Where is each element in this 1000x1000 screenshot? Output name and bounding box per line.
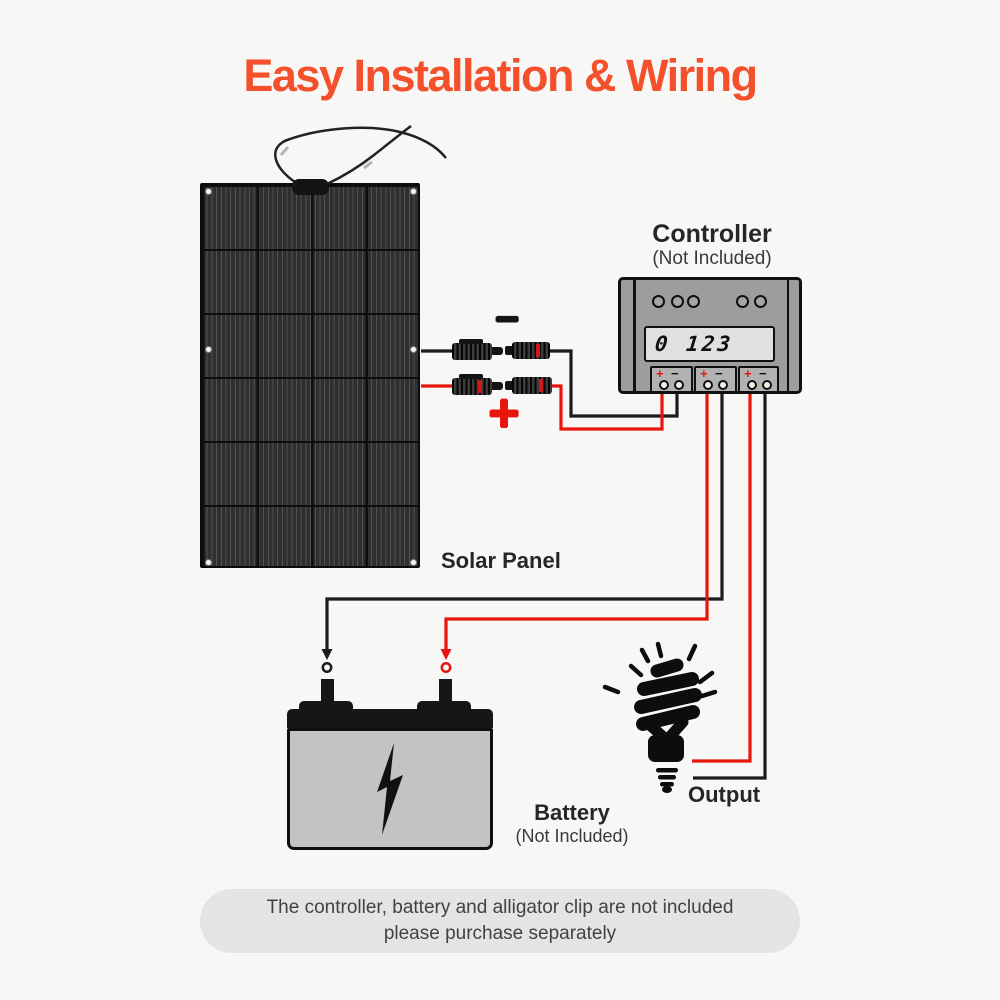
battery-icon xyxy=(287,679,493,850)
negative-polarity-symbol: − xyxy=(494,295,520,342)
lcd-reading: 0 123 xyxy=(653,332,735,356)
grommet-icon xyxy=(205,346,212,353)
terminal-hole-icon xyxy=(746,380,757,390)
grommet-icon xyxy=(410,346,417,353)
controller-rail xyxy=(633,280,636,391)
clip-ring-icon xyxy=(440,662,452,673)
battery-post-icon xyxy=(439,679,452,705)
grommet-icon xyxy=(205,559,212,566)
output-positive-wire xyxy=(692,390,752,763)
solar-panel-label: Solar Panel xyxy=(441,548,561,573)
terminal-plus-label: + xyxy=(700,366,708,381)
positive-polarity-symbol: + xyxy=(488,383,520,443)
mc4-connector-icon xyxy=(452,339,503,360)
mc4-connector-icon xyxy=(505,377,552,394)
controller-label: Controller xyxy=(652,220,772,248)
clip-ring-icon xyxy=(321,662,333,673)
page-title: Easy Installation & Wiring xyxy=(243,50,758,101)
terminal-plus-label: + xyxy=(744,366,752,381)
connector-band-icon xyxy=(539,379,543,392)
connector-band-icon xyxy=(478,380,482,393)
terminal-minus-label: − xyxy=(671,366,679,381)
terminal-group-load: + − xyxy=(738,366,779,393)
arrowhead-icon xyxy=(321,649,333,660)
terminal-minus-label: − xyxy=(759,366,767,381)
indicator-dot-icon xyxy=(754,295,767,308)
lcd-display: 0 123 xyxy=(644,326,775,362)
panel-lead-wire xyxy=(326,125,412,186)
battery-sublabel: (Not Included) xyxy=(515,826,629,846)
connector-band-icon xyxy=(536,344,540,357)
lead-connector-tip-icon xyxy=(279,146,373,170)
output-negative-wire xyxy=(693,390,767,780)
disclaimer-note: The controller, battery and alligator cl… xyxy=(200,889,800,953)
lightbulb-icon xyxy=(602,641,718,793)
indicator-dot-icon xyxy=(736,295,749,308)
grommet-icon xyxy=(410,188,417,195)
mc4-connector-icon xyxy=(452,374,503,395)
output-label: Output xyxy=(688,782,761,807)
terminal-hole-icon xyxy=(673,380,684,390)
battery-label: Battery xyxy=(534,800,610,825)
light-rays-icon xyxy=(602,641,718,699)
battery-positive-wire xyxy=(444,390,709,649)
disclaimer-line2: please purchase separately xyxy=(383,923,617,944)
terminal-hole-icon xyxy=(717,380,728,390)
controller-rail xyxy=(786,280,789,391)
grommet-icon xyxy=(410,559,417,566)
grommet-icon xyxy=(205,188,212,195)
terminal-hole-icon xyxy=(658,380,669,390)
battery-negative-wire xyxy=(325,390,724,649)
terminal-group-battery: + − xyxy=(694,366,737,393)
junction-box-icon xyxy=(292,179,329,195)
terminal-group-pv: + − xyxy=(650,366,693,393)
battery-post-icon xyxy=(321,679,334,705)
terminal-minus-label: − xyxy=(715,366,723,381)
terminal-plus-label: + xyxy=(656,366,664,381)
indicator-dot-icon xyxy=(652,295,665,308)
battery-body xyxy=(287,728,493,850)
mc4-connector-icon xyxy=(505,342,550,359)
arrowhead-icon xyxy=(440,649,452,660)
terminal-hole-icon xyxy=(761,380,772,390)
panel-lead-wire xyxy=(274,126,447,189)
battery-cap xyxy=(287,709,493,728)
terminal-hole-icon xyxy=(702,380,713,390)
solar-panel-icon xyxy=(200,183,420,568)
charge-controller-icon: 0 123 + − + − + − xyxy=(618,277,802,394)
indicator-dot-icon xyxy=(687,295,700,308)
controller-sublabel: (Not Included) xyxy=(652,248,772,269)
lightning-bolt-icon xyxy=(377,743,403,835)
indicator-dot-icon xyxy=(671,295,684,308)
disclaimer-line1: The controller, battery and alligator cl… xyxy=(266,897,734,919)
